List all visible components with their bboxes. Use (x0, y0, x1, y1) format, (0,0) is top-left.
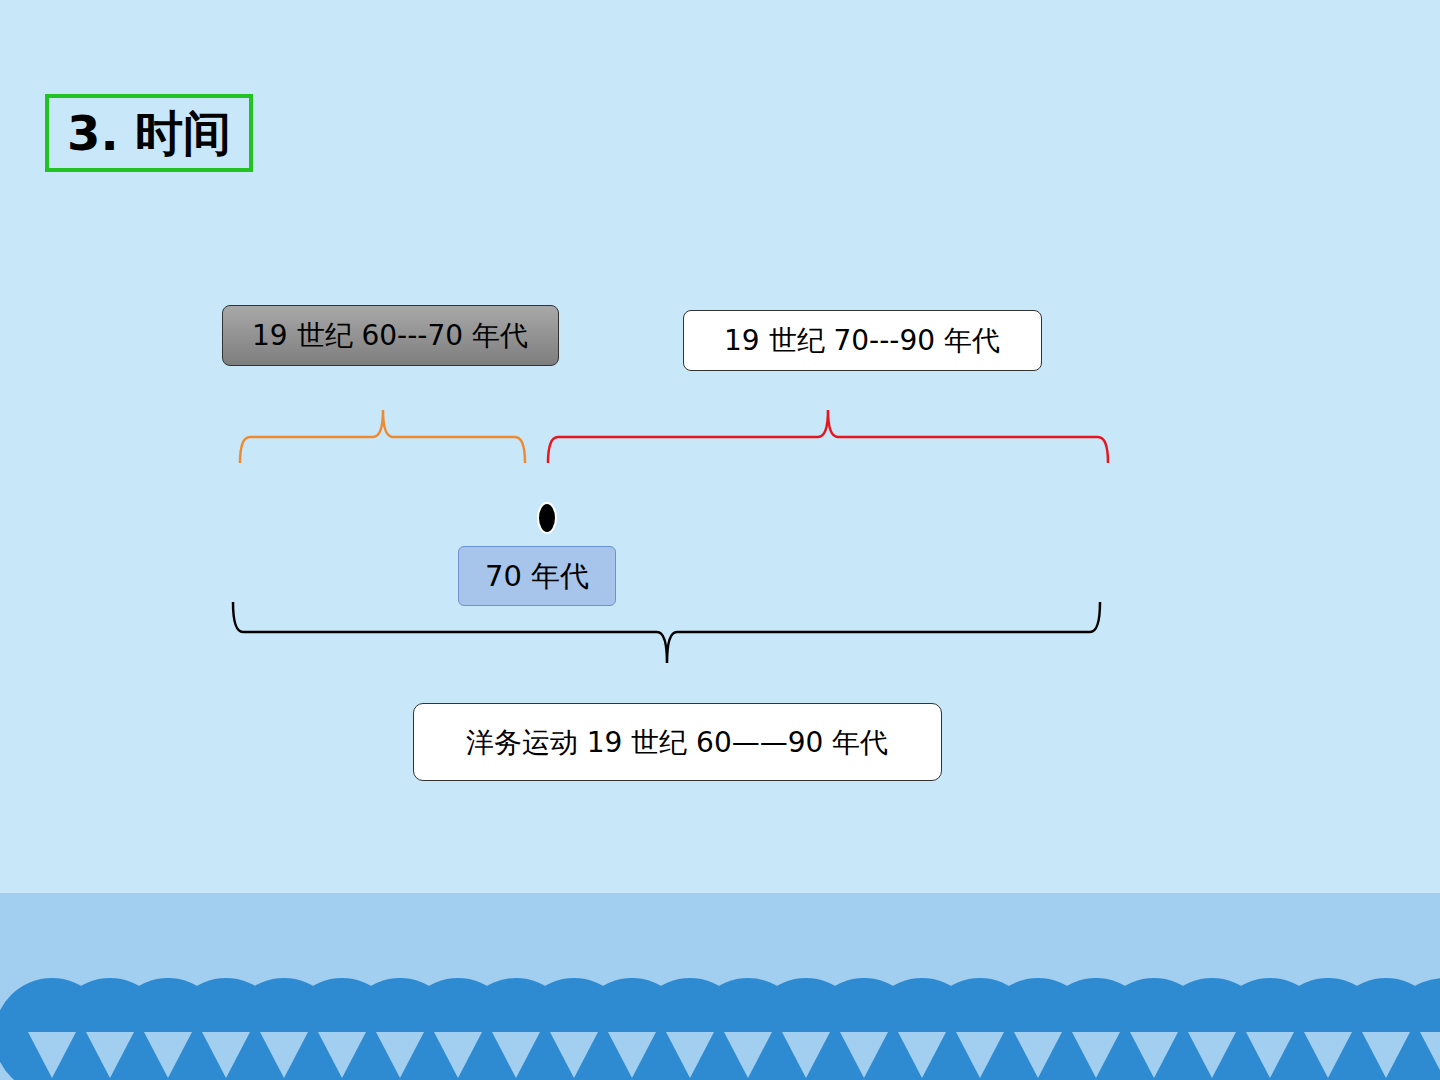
wave-notch (202, 1032, 250, 1078)
wave-notch (550, 1032, 598, 1078)
black-brace (233, 602, 1100, 663)
wave-notch (318, 1032, 366, 1078)
period-box: 19 世纪 60---70 年代 (222, 305, 559, 366)
period-text: 洋务运动 19 世纪 60——90 年代 (466, 725, 889, 760)
wave-notch (666, 1032, 714, 1078)
wave-notch (782, 1032, 830, 1078)
wave-notch (86, 1032, 134, 1078)
orange-brace (240, 410, 525, 463)
title-text: 3. 时间 (67, 102, 231, 164)
wave-notch (28, 1032, 76, 1078)
wave-notch (1304, 1032, 1352, 1078)
wave-notch (724, 1032, 772, 1078)
wave-notch (1072, 1032, 1120, 1078)
wave-hump (1386, 978, 1440, 1080)
period-box: 洋务运动 19 世纪 60——90 年代 (413, 703, 942, 781)
wave-notch (1188, 1032, 1236, 1078)
period-box: 70 年代 (458, 546, 616, 606)
wave-notch (260, 1032, 308, 1078)
wave-notch (956, 1032, 1004, 1078)
time-dot (538, 503, 556, 533)
period-text: 19 世纪 70---90 年代 (724, 323, 1000, 358)
wave-notch (1014, 1032, 1062, 1078)
period-text: 19 世纪 60---70 年代 (252, 318, 528, 353)
wave-notch (376, 1032, 424, 1078)
wave-notch (898, 1032, 946, 1078)
red-brace (548, 410, 1108, 463)
title-box: 3. 时间 (45, 94, 253, 172)
wave-notch (1362, 1032, 1410, 1078)
period-box: 19 世纪 70---90 年代 (683, 310, 1042, 371)
wave-notch (434, 1032, 482, 1078)
wave-notch (840, 1032, 888, 1078)
wave-pattern (0, 978, 1440, 1080)
wave-notch (1246, 1032, 1294, 1078)
wave-notch (608, 1032, 656, 1078)
period-text: 70 年代 (485, 558, 589, 594)
wave-notch (144, 1032, 192, 1078)
wave-notch (1130, 1032, 1178, 1078)
wave-notch (492, 1032, 540, 1078)
wave-notch (1420, 1032, 1440, 1078)
